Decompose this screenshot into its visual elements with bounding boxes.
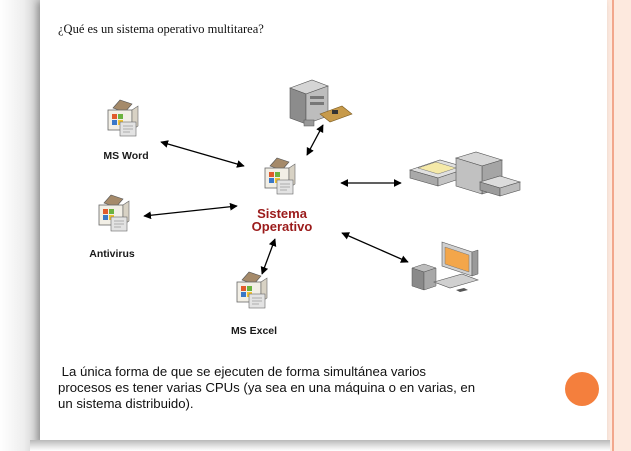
- os-label-line2: Operativo: [252, 219, 313, 234]
- arrow-word: [160, 140, 245, 168]
- word-app-icon: [107, 99, 139, 137]
- arrow-workstation: [341, 232, 409, 263]
- antivirus-label: Antivirus: [89, 248, 135, 260]
- word-label: MS Word: [103, 150, 148, 162]
- arrow-excel: [260, 238, 277, 275]
- diagram-arrows: [143, 124, 409, 275]
- tower-computer-icon: [289, 79, 353, 127]
- excel-app-icon: [236, 271, 268, 309]
- arrow-tower: [306, 124, 324, 156]
- workstation-icon: [411, 241, 479, 292]
- printer-scanner-icon: [408, 151, 522, 197]
- slide-title: ¿Qué es un sistema operativo multitarea?: [58, 22, 264, 36]
- excel-label: MS Excel: [231, 325, 277, 337]
- body-line: un sistema distribuido).: [58, 396, 194, 411]
- antivirus-app-icon: [98, 194, 130, 232]
- body-line: La única forma de que se ejecuten de for…: [58, 364, 426, 379]
- orange-circle: [565, 372, 599, 406]
- os-app-icon: [264, 157, 296, 195]
- arrow-antivirus: [143, 202, 238, 220]
- left-shadow: [0, 0, 40, 451]
- border-line: [612, 0, 614, 451]
- slide: [40, 0, 607, 441]
- os-label-line1: Sistema: [257, 206, 308, 221]
- body-line: procesos es tener varias CPUs (ya sea en…: [58, 380, 476, 395]
- bottom-shadow: [30, 440, 610, 451]
- body-paragraph: La única forma de que se ejecuten de for…: [58, 364, 548, 412]
